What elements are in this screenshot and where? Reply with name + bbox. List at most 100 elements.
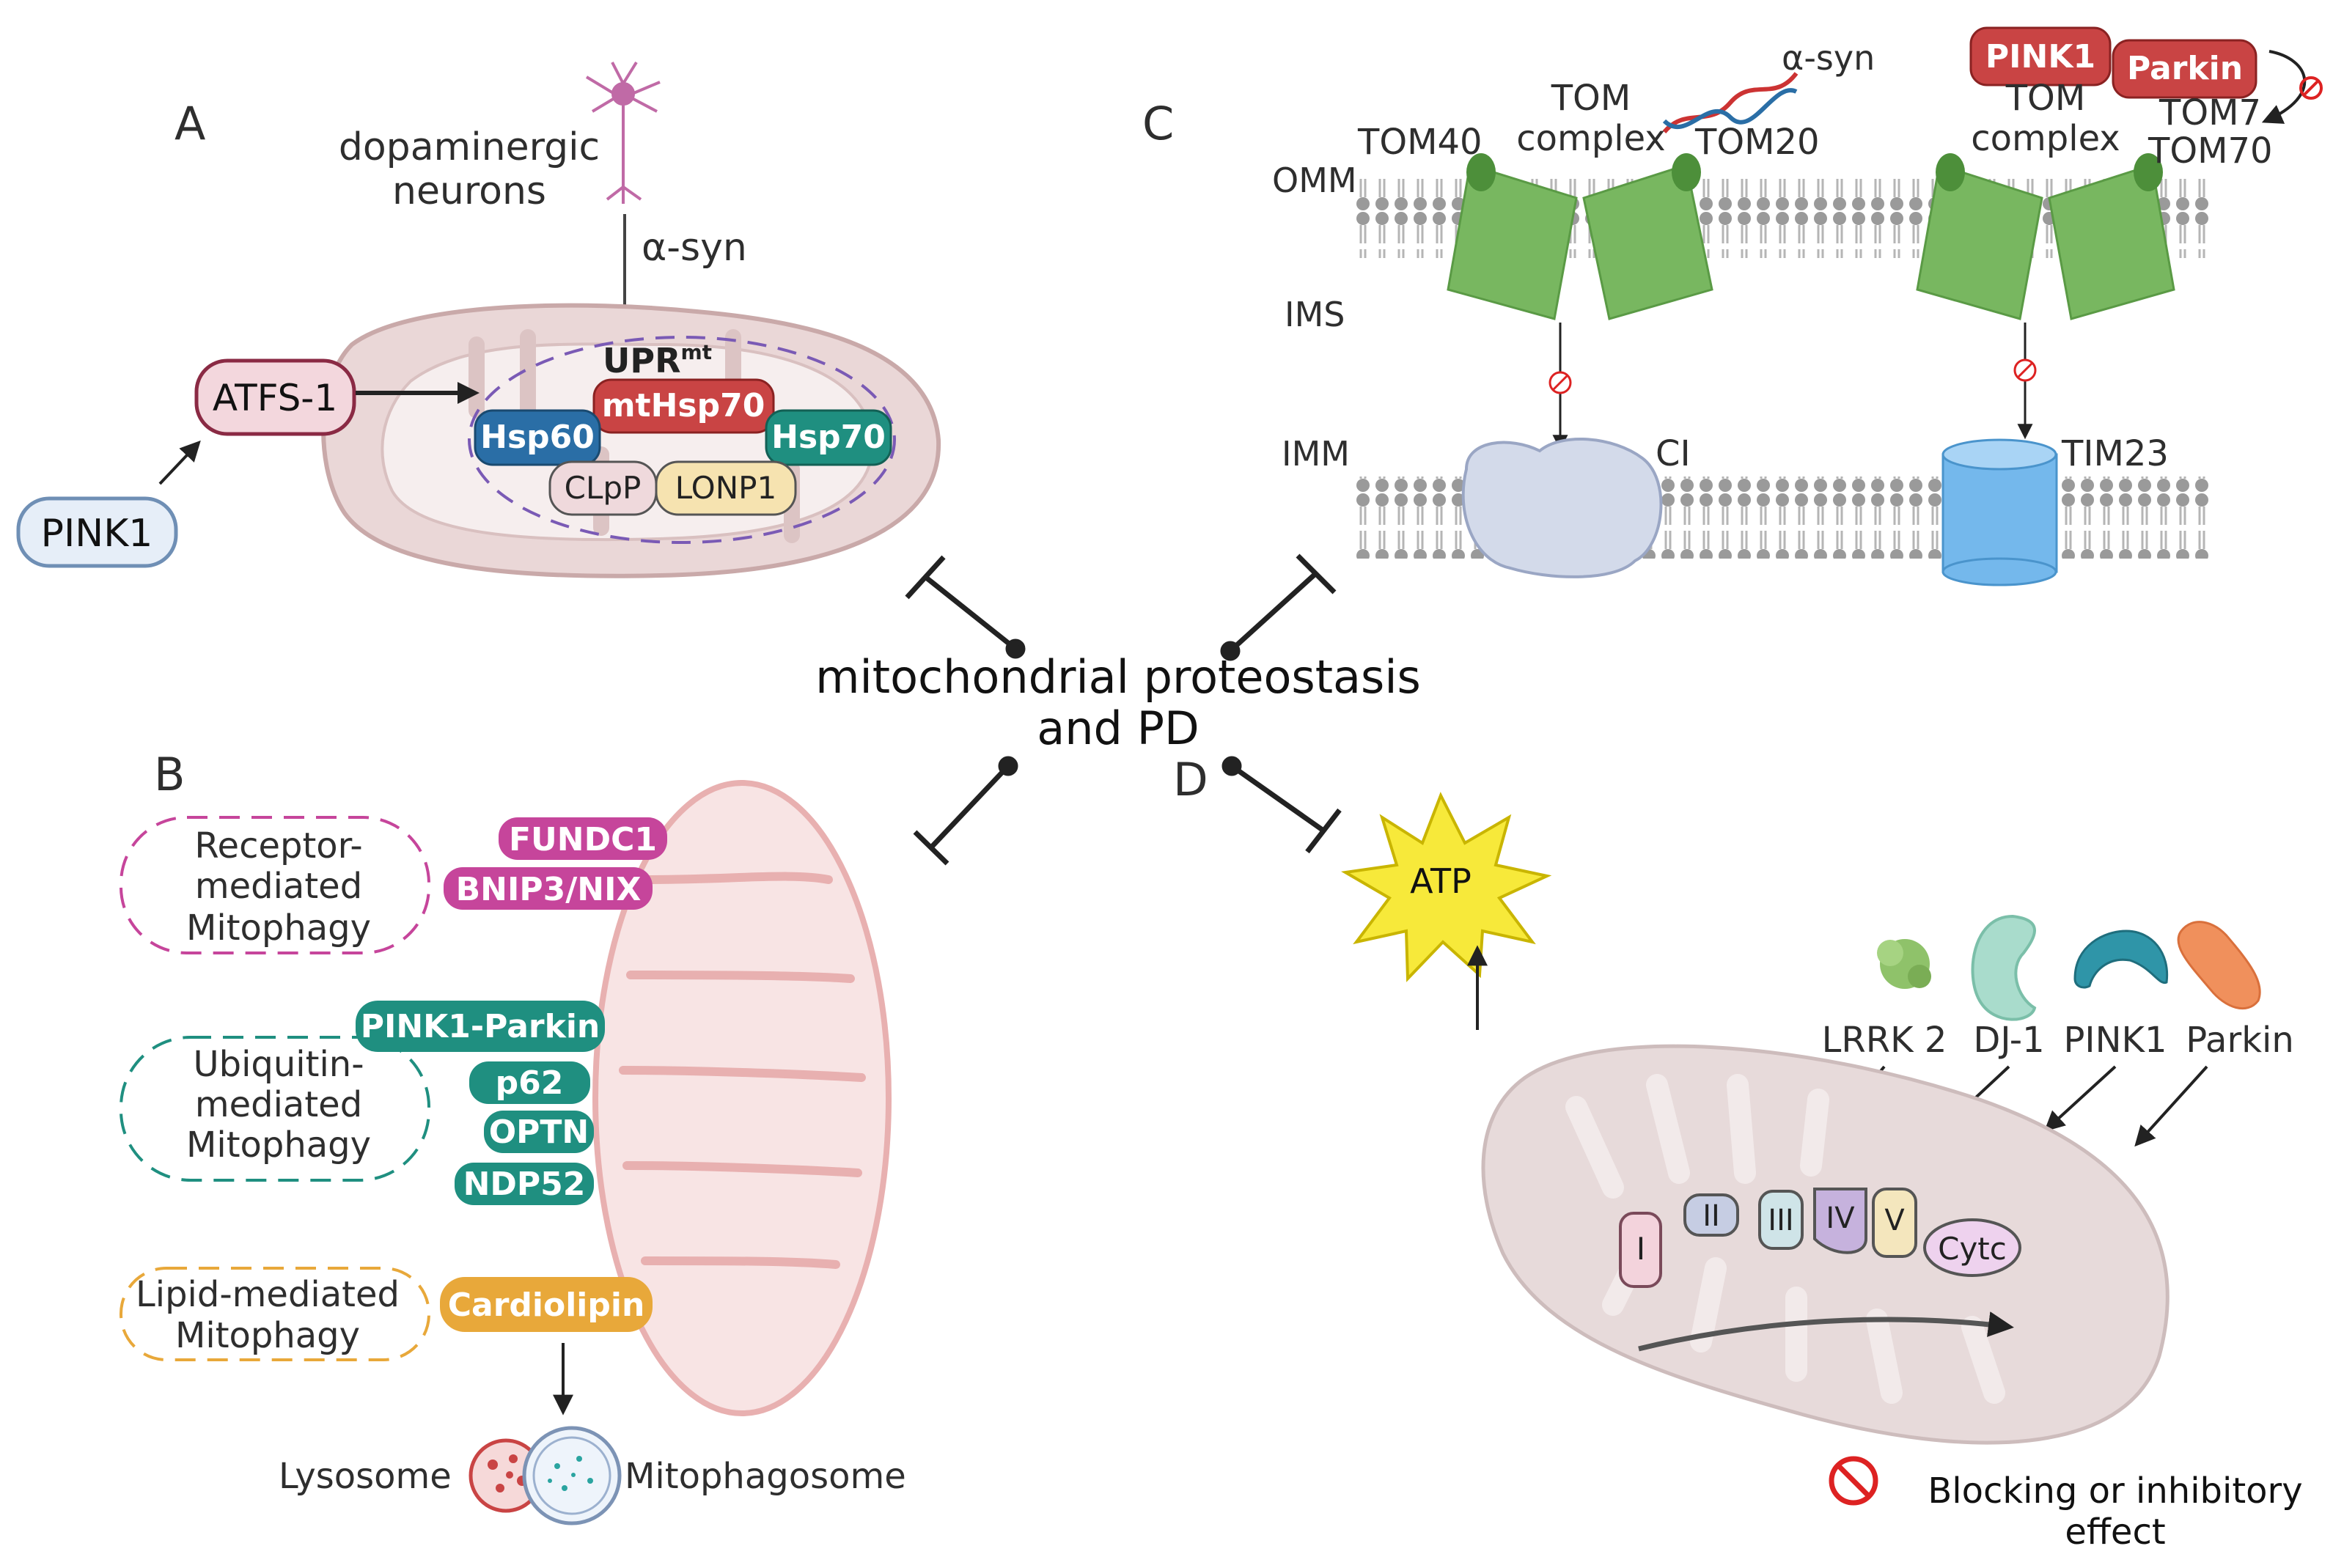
mitochondrion-b <box>592 780 892 1416</box>
mitophagosome-icon <box>522 1426 622 1525</box>
tim23-channel <box>1941 438 2058 586</box>
clpp-label: CLpP <box>565 470 642 506</box>
panel-d: D ATP LRRK 2 DJ-1 PINK1 Parkin <box>1173 753 2294 1445</box>
complex-5-label: V <box>1884 1204 1905 1237</box>
tom40-label: TOM40 <box>1357 122 1483 163</box>
block-icon-c-top <box>2299 76 2323 100</box>
hsp60-pill <box>474 409 601 466</box>
ubiquitin-line1: Ubiquitin- <box>193 1044 364 1085</box>
cytc-label: Cytc <box>1938 1231 2007 1267</box>
panel-d-letter: D <box>1173 753 1208 806</box>
ndp52-label: NDP52 <box>463 1166 586 1203</box>
neuron-label-line2: neurons <box>392 169 546 213</box>
hsp70-label: Hsp70 <box>771 419 886 456</box>
panel-b: B Receptor- mediated Mitophagy FUNDC1 BN… <box>120 748 906 1525</box>
dj1-icon <box>1971 914 2037 1021</box>
tom-complex-1-line1: TOM <box>1551 78 1631 119</box>
pink1-label-a: PINK1 <box>41 512 153 556</box>
parkin-label-d: Parkin <box>2186 1020 2294 1061</box>
lonp1-label: LONP1 <box>675 470 776 506</box>
center-title-line2: and PD <box>1037 702 1199 755</box>
ubiquitin-line3: Mitophagy <box>186 1125 371 1166</box>
atfs1-box <box>194 358 356 436</box>
complex-5 <box>1872 1188 1917 1258</box>
tom-complex-1-line2: complex <box>1516 118 1665 159</box>
center-title: mitochondrial proteostasis and PD <box>815 650 1421 755</box>
ims-label: IMS <box>1285 295 1345 334</box>
tim23-label: TIM23 <box>2061 433 2169 474</box>
parkin-label-c: Parkin <box>2127 50 2243 87</box>
atp-burst-icon <box>1341 792 1552 982</box>
panel-c: C OMM IMS IMM α-syn TOM complex TOM40 <box>1142 26 2323 586</box>
cardiolipin-pill <box>440 1277 653 1332</box>
lipid-line2: Mitophagy <box>175 1315 360 1356</box>
receptor-line3: Mitophagy <box>186 908 371 949</box>
mitophagosome-label: Mitophagosome <box>625 1456 906 1497</box>
mthsp70-pill <box>592 378 775 434</box>
tom-complex-1 <box>1447 153 1713 320</box>
asyn-label-c: α-syn <box>1782 38 1875 78</box>
panel-b-letter: B <box>154 748 185 801</box>
pink1-icon-d <box>2073 930 2169 989</box>
lysosome-label: Lysosome <box>279 1456 452 1497</box>
pink1parkin-label: PINK1-Parkin <box>361 1008 600 1045</box>
omm-label: OMM <box>1272 161 1357 200</box>
imm-label: IMM <box>1282 434 1350 474</box>
panel-c-letter: C <box>1142 97 1174 150</box>
fundc1-label: FUNDC1 <box>509 821 657 858</box>
dna-helix-icon <box>1662 72 1799 134</box>
pink1-label-c: PINK1 <box>1985 38 2095 76</box>
tom-complex-2-line2: complex <box>1971 118 2120 159</box>
cardiolipin-label: Cardiolipin <box>448 1287 645 1324</box>
optn-pill <box>484 1111 594 1153</box>
hsp60-label: Hsp60 <box>480 419 595 456</box>
complex-4 <box>1813 1188 1867 1254</box>
pink1-pill-c <box>1969 26 2112 87</box>
pink1parkin-pill <box>356 1001 605 1052</box>
tom-complex-2 <box>1916 153 2175 320</box>
cytc-shape <box>1923 1218 2021 1277</box>
ci-label: CI <box>1656 433 1691 474</box>
bnip3-pill <box>444 867 653 910</box>
center-title-line1: mitochondrial proteostasis <box>815 650 1421 704</box>
ubiquitin-group <box>120 1036 430 1182</box>
atfs1-label: ATFS-1 <box>213 377 337 419</box>
lysosome-icon <box>469 1438 543 1513</box>
pink1-box-a <box>16 496 178 568</box>
legend-line2: effect <box>2065 1512 2165 1553</box>
complex-2-label: II <box>1702 1199 1720 1233</box>
receptor-line1: Receptor- <box>194 825 362 866</box>
p62-pill <box>469 1061 590 1104</box>
parkin-icon-d <box>2177 921 2261 1010</box>
mthsp70-label: mtHsp70 <box>602 387 765 424</box>
complex-2 <box>1683 1193 1739 1237</box>
prohibition-icon <box>1829 1456 1878 1506</box>
lipid-line1: Lipid-mediated <box>136 1274 400 1315</box>
panel-a-letter: A <box>174 97 205 150</box>
tom-complex-2-line1: TOM <box>2005 78 2086 119</box>
complex-4-label: IV <box>1826 1201 1855 1235</box>
lrrk2-icon <box>1877 939 1931 989</box>
inhibition-connectors <box>905 553 1342 866</box>
pink1-label-d: PINK1 <box>2063 1020 2167 1061</box>
complex-i-shape <box>1461 438 1663 578</box>
receptor-line2: mediated <box>195 866 362 907</box>
lrrk2-label: LRRK 2 <box>1822 1020 1947 1061</box>
complex-1 <box>1619 1212 1662 1288</box>
complex-3-label: III <box>1768 1204 1793 1237</box>
complex-3 <box>1758 1190 1804 1250</box>
legend-line1: Blocking or inhibitory <box>1928 1471 2302 1512</box>
atp-label: ATP <box>1410 861 1472 901</box>
lonp1-pill <box>655 460 797 516</box>
fundc1-pill <box>499 817 667 860</box>
parkin-pill-c <box>2112 39 2257 99</box>
p62-label: p62 <box>496 1064 564 1102</box>
neuron-label-line1: dopaminergic <box>339 125 600 169</box>
bnip3-label: BNIP3/NIX <box>456 871 642 908</box>
tom70-label: TOM70 <box>2148 130 2273 172</box>
tom7-label: TOM7 <box>2159 92 2261 133</box>
optn-label: OPTN <box>489 1114 589 1151</box>
hsp70-pill <box>765 409 892 466</box>
asyn-label: α-syn <box>642 226 747 270</box>
